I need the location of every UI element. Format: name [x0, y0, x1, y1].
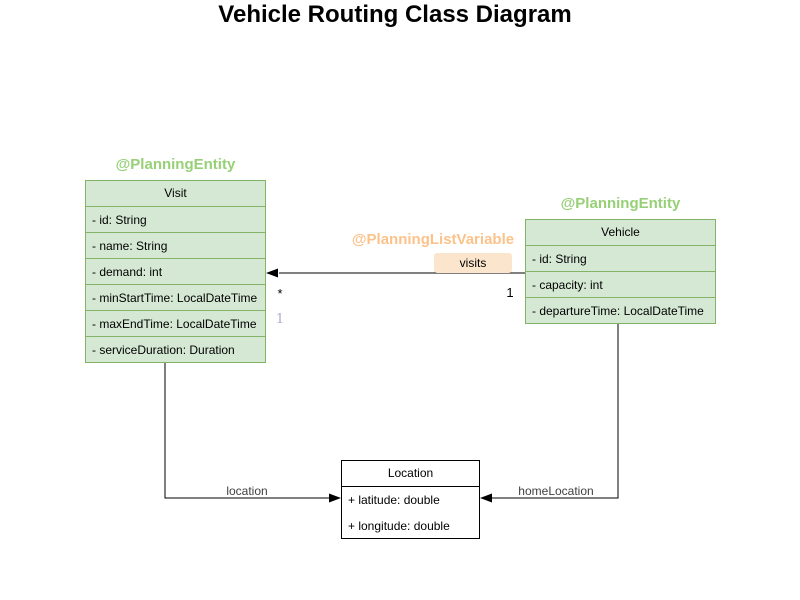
class-visit-attribute: - id: String	[86, 206, 265, 232]
class-location-attribute: + latitude: double	[348, 493, 440, 507]
visits-multiplicity-one: 1	[506, 285, 514, 300]
class-visit-name: Visit	[164, 186, 187, 200]
visit-planning-entity-annotation: @PlanningEntity	[115, 156, 236, 173]
class-vehicle-attribute: - capacity: int	[526, 271, 715, 297]
vehicle-planning-entity-annotation: @PlanningEntity	[560, 195, 681, 212]
class-visit-attribute: - demand: int	[86, 258, 265, 284]
class-visit-attribute: - maxEndTime: LocalDateTime	[86, 310, 265, 336]
planning-list-variable-annotation: @PlanningListVariable	[351, 231, 515, 248]
class-visit-attribute: - name: String	[86, 232, 265, 258]
class-vehicle-name: Vehicle	[601, 225, 640, 239]
homelocation-edge-line	[492, 324, 619, 499]
location-edge-line	[164, 363, 330, 499]
visits-index-label: 1	[275, 312, 285, 327]
class-vehicle: Vehicle - id: String - capacity: int - d…	[525, 219, 716, 324]
location-edge-label: location	[226, 484, 268, 498]
class-vehicle-attribute: - departureTime: LocalDateTime	[526, 297, 715, 323]
class-location: Location + latitude: double + longitude:…	[341, 460, 480, 539]
class-location-name: Location	[342, 461, 479, 487]
class-vehicle-attribute: - id: String	[526, 245, 715, 271]
location-edge-arrowhead-icon	[329, 493, 341, 503]
homelocation-edge-arrowhead-icon	[480, 493, 492, 503]
homelocation-edge-label: homeLocation	[518, 484, 594, 498]
class-location-attribute: + longitude: double	[348, 519, 450, 533]
class-visit: Visit - id: String - name: String - dema…	[85, 180, 266, 363]
class-visit-attribute: - serviceDuration: Duration	[86, 336, 265, 362]
visits-edge-arrowhead-icon	[266, 268, 278, 278]
visits-edge-label: visits	[434, 253, 512, 273]
class-visit-attribute: - minStartTime: LocalDateTime	[86, 284, 265, 310]
visits-multiplicity-star: *	[277, 286, 283, 301]
diagram-title: Vehicle Routing Class Diagram	[218, 1, 572, 28]
